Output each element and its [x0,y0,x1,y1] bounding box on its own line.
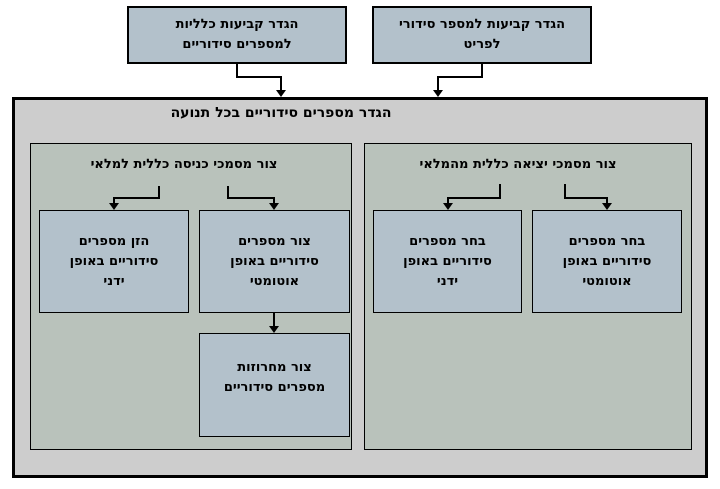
connector-segment-horizontal [437,76,483,78]
connector-segment-horizontal [564,197,608,199]
connector-segment-vertical [606,199,608,204]
connector-segment-vertical [113,199,115,204]
node-define-item-serial-settings: הגדר קביעות למספר סידורי לפריט [372,6,592,64]
connector-segment-horizontal [236,76,282,78]
node-create-serials-automatically: צור מספרים סידוריים באופן אוטומטי [199,210,350,313]
connector-segment-vertical [437,78,439,90]
node-select-serials-automatically: בחר מספרים סידוריים באופן אוטומטי [532,210,682,313]
connector-segment-vertical [447,199,449,204]
node-select-serials-manually: בחר מספרים סידוריים באופן ידני [373,210,522,313]
connector-segment-vertical [481,64,483,78]
arrowhead-down [269,203,279,210]
node-define-general-serial-settings: הגדר קביעות כלליות למספרים סידוריים [127,6,347,64]
connector-segment-vertical [158,186,160,199]
goods-issue-title: צור מסמכי יציאה כללית מהמלאי [419,157,617,172]
connector-segment-vertical [564,184,566,199]
goods-receipt-title: צור מסמכי כניסה כללית למלאי [90,157,278,172]
connector-segment-vertical [280,78,282,90]
node-create-serial-strings: צור מחרוזות מספרים סידוריים [199,333,350,437]
connector-segment-vertical [499,184,501,199]
connector-segment-vertical [273,199,275,204]
arrowhead-down [269,326,279,333]
connector-segment-horizontal [227,197,275,199]
arrowhead-down [276,90,286,97]
arrowhead-down [109,203,119,210]
connector-segment-vertical [236,64,238,78]
arrowhead-down [443,203,453,210]
connector-segment-horizontal [113,197,160,199]
connector-segment-vertical [227,186,229,199]
node-enter-serials-manually: הזן מספרים סידוריים באופן ידני [39,210,189,313]
connector-segment-vertical [273,313,275,327]
arrowhead-down [602,203,612,210]
arrowhead-down [433,90,443,97]
container-title: הגדר מספרים סידוריים בכל תנועה [170,105,392,121]
connector-segment-horizontal [447,197,501,199]
